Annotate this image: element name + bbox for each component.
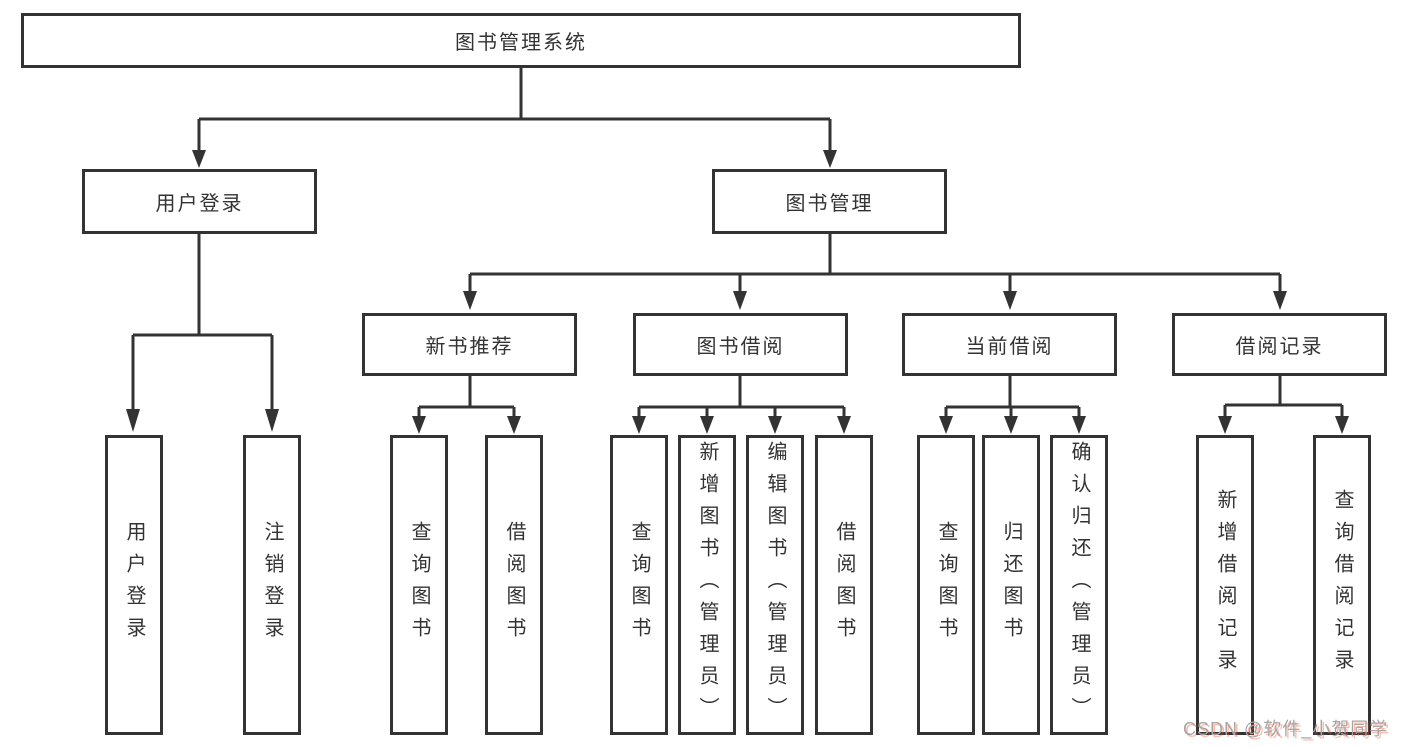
leaf-user-login: 用户登录 <box>105 435 163 735</box>
leaf-logout-login: 注销登录 <box>243 435 301 735</box>
leaf-borrow-book: 借阅图书 <box>815 435 873 735</box>
leaf-borrow-book-recommend: 借阅图书 <box>485 435 543 735</box>
leaf-add-borrow-record: 新增借阅记录 <box>1196 435 1254 735</box>
node-library-system: 图书管理系统 <box>21 13 1021 68</box>
leaf-query-book-recommend: 查询图书 <box>390 435 448 735</box>
node-book-management: 图书管理 <box>712 169 947 234</box>
node-book-borrow: 图书借阅 <box>633 313 848 376</box>
leaf-query-book-current-label: 查询图书 <box>935 521 957 649</box>
leaf-query-book-borrow-label: 查询图书 <box>628 521 650 649</box>
leaf-query-borrow-record-label: 查询借阅记录 <box>1331 489 1353 681</box>
leaf-query-borrow-record: 查询借阅记录 <box>1313 435 1371 735</box>
node-user-login: 用户登录 <box>82 169 317 234</box>
leaf-return-book: 归还图书 <box>982 435 1040 735</box>
node-new-book-recommend: 新书推荐 <box>362 313 577 376</box>
leaf-borrow-book-label: 借阅图书 <box>833 521 855 649</box>
leaf-query-book-borrow: 查询图书 <box>610 435 668 735</box>
leaf-query-book-recommend-label: 查询图书 <box>408 521 430 649</box>
leaf-borrow-book-recommend-label: 借阅图书 <box>503 521 525 649</box>
node-borrow-records: 借阅记录 <box>1172 313 1387 376</box>
leaf-query-book-current: 查询图书 <box>917 435 975 735</box>
csdn-watermark: CSDN @软件_小贺同学 <box>1183 719 1389 739</box>
leaf-add-borrow-record-label: 新增借阅记录 <box>1214 489 1236 681</box>
leaf-logout-login-label: 注销登录 <box>261 521 283 649</box>
leaf-confirm-return-admin: 确认归还（管理员） <box>1050 435 1108 735</box>
leaf-add-book-admin-label: 新增图书（管理员） <box>696 441 718 729</box>
leaf-user-login-label: 用户登录 <box>123 521 145 649</box>
leaf-confirm-return-admin-label: 确认归还（管理员） <box>1068 441 1090 729</box>
leaf-return-book-label: 归还图书 <box>1000 521 1022 649</box>
leaf-edit-book-admin-label: 编辑图书（管理员） <box>764 441 786 729</box>
leaf-edit-book-admin: 编辑图书（管理员） <box>746 435 804 735</box>
node-current-borrow: 当前借阅 <box>902 313 1117 376</box>
leaf-add-book-admin: 新增图书（管理员） <box>678 435 736 735</box>
